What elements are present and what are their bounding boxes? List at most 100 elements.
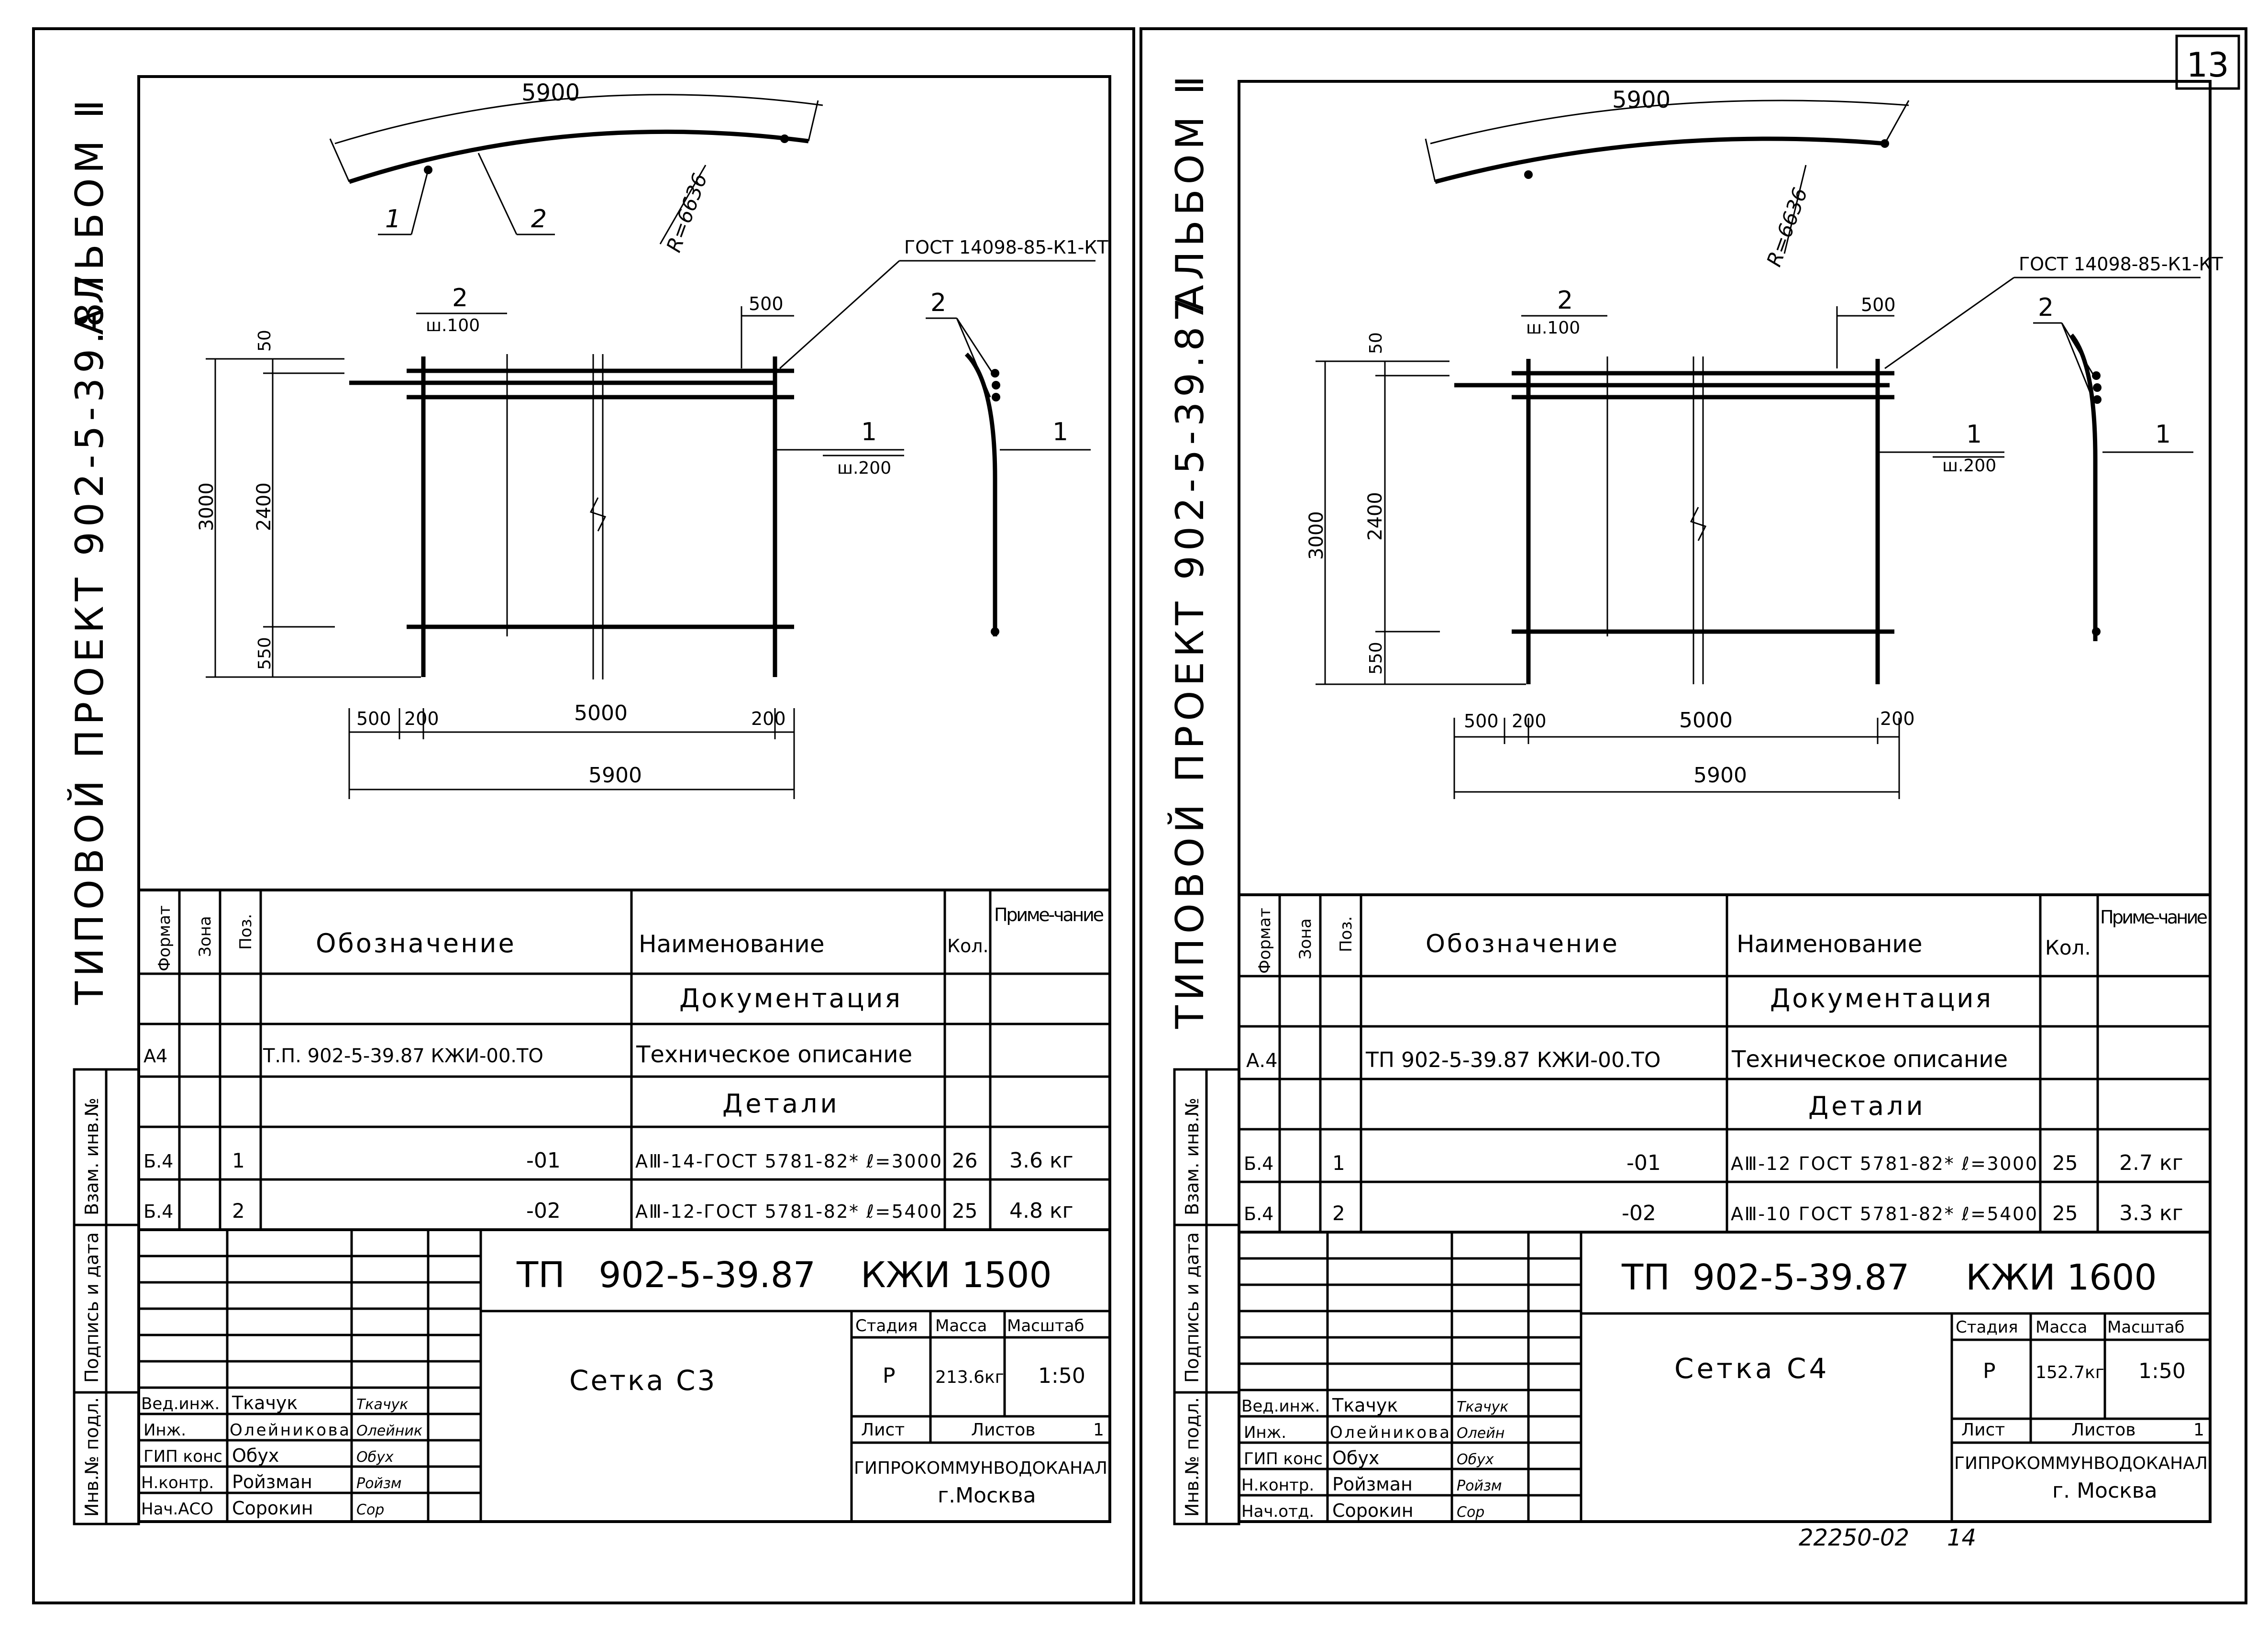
mass-value: 152.7кг (2036, 1363, 2104, 1382)
person4-name: Сорокин (232, 1498, 313, 1519)
person1-sign: Олейн (1457, 1425, 1505, 1442)
person2-name: Обух (232, 1445, 279, 1466)
left-dim-bot: 550 (255, 637, 275, 670)
row1-format: Б.4 (144, 1151, 173, 1172)
row1-name: АⅢ-12 ГОСТ 5781-82* ℓ=3000 (1731, 1153, 2037, 1174)
arc-length: 5900 (521, 79, 580, 106)
sheet-name: Сетка С3 (569, 1364, 717, 1397)
person4-sign: Сор (356, 1502, 384, 1518)
hdr-qty: Кол. (947, 935, 989, 957)
scale-value: 1:50 (2138, 1359, 2186, 1383)
row0-format: А.4 (1246, 1050, 1278, 1072)
hdr-note: Приме-чание (2100, 907, 2208, 928)
bottom-dim-1: 500 (1464, 711, 1499, 732)
section-docs: Документация (679, 983, 902, 1013)
mass-value: 213.6кг (935, 1368, 1004, 1387)
gost-note: ГОСТ 14098-85-К1-КТ (2019, 254, 2223, 275)
org-name: ГИПРОКОММУНВОДОКАНАЛ (1954, 1454, 2208, 1473)
row2-name: АⅢ-12-ГОСТ 5781-82* ℓ=5400 (635, 1201, 941, 1222)
hdr-name: Наименование (639, 930, 825, 958)
row2-note: 4.8 кг (1009, 1199, 1073, 1223)
section-pos-top: 2 (930, 289, 946, 317)
left-dim-total: 3000 (196, 482, 218, 531)
person4-sign: Сор (1457, 1504, 1484, 1521)
side-album: АЛЬБОМ Ⅱ (1168, 71, 1212, 311)
mass-label: Масса (2036, 1318, 2087, 1337)
bottom-dim-3: 5000 (574, 701, 628, 725)
bottom-dim-1: 500 (356, 708, 391, 729)
person3-role: Н.контр. (141, 1473, 214, 1492)
hdr-pos: Поз. (236, 914, 255, 950)
footer-page: 14 (1947, 1524, 1976, 1551)
person3-role: Н.контр. (1241, 1476, 1314, 1495)
side-step: ш.200 (837, 458, 891, 478)
row1-name: АⅢ-14-ГОСТ 5781-82* ℓ=3000 (635, 1151, 941, 1172)
section-view: 2 1 (2033, 293, 2193, 641)
hdr-zone: Зона (1296, 918, 1315, 959)
footer-code: 22250-02 (1799, 1524, 1909, 1551)
scale-label: Масштаб (2107, 1318, 2185, 1337)
person0-role: Вед.инж. (141, 1394, 220, 1413)
sheet-label: Лист (861, 1420, 905, 1440)
person1-sign: Олейник (356, 1423, 422, 1439)
mesh-view: 2 ш.100 500 1 ш.200 3000 50 2400 550 (196, 284, 904, 799)
hdr-designation: Обозначение (316, 928, 516, 958)
sheet-right: АЛЬБОМ Ⅱ ТИПОВОЙ ПРОЕКТ 902-5-39.87 Взам… (1167, 71, 2223, 1525)
person4-name: Сорокин (1332, 1500, 1414, 1521)
gost-note: ГОСТ 14098-85-К1-КТ (904, 237, 1108, 258)
row1-qty: 26 (952, 1149, 977, 1172)
sheet-label: Лист (1961, 1420, 2005, 1440)
hdr-format: Формат (155, 905, 174, 971)
inner-frame (137, 75, 1111, 1523)
person4-role: Нач.отд. (1241, 1502, 1314, 1521)
left-dim-mid: 2400 (253, 482, 275, 531)
row1-note: 2.7 кг (2119, 1151, 2183, 1175)
person2-role: ГИП конс (1244, 1449, 1323, 1468)
hdr-note: Приме-чание (994, 904, 1104, 925)
scale-label: Масштаб (1007, 1316, 1084, 1335)
org-city: г. Москва (2052, 1479, 2157, 1503)
bottom-total: 5900 (588, 763, 642, 788)
title-block: ТП 902-5-39.87 КЖИ 1500 Сетка С3 Стадия … (137, 1228, 1111, 1523)
title-block: ТП 902-5-39.87 КЖИ 1600 Сетка С4 Стадия … (1238, 1231, 2212, 1523)
row0-format: А4 (144, 1046, 167, 1067)
hdr-pos: Поз. (1337, 916, 1356, 952)
bottom-dim-2: 200 (404, 708, 439, 729)
section-pos-top: 2 (2038, 293, 2054, 322)
hdr-zone: Зона (196, 916, 215, 957)
person2-sign: Обух (356, 1449, 394, 1466)
bottom-dim-4: 200 (751, 708, 786, 729)
person3-sign: Ройзм (356, 1475, 402, 1492)
side-stamp-2: Подпись и дата (1182, 1232, 1203, 1383)
person4-role: Нач.АСО (141, 1500, 213, 1519)
row0-designation: Т.П. 902-5-39.87 КЖИ-00.ТО (263, 1045, 543, 1067)
arc-radius: R=6636 (662, 170, 712, 256)
side-stamp-1: Взам. инв.№ (1182, 1098, 1203, 1215)
org-city: г.Москва (938, 1483, 1036, 1508)
row2-pos: 2 (232, 1199, 245, 1223)
top-step: ш.100 (426, 316, 480, 335)
row1-note: 3.6 кг (1009, 1148, 1073, 1173)
row2-qty: 25 (952, 1199, 977, 1223)
person2-role: ГИП конс (144, 1447, 222, 1466)
row2-note: 3.3 кг (2119, 1201, 2183, 1225)
page-number: 13 (2186, 45, 2229, 85)
left-dim-total: 3000 (1305, 511, 1328, 560)
mass-label: Масса (935, 1316, 987, 1335)
hdr-name: Наименование (1737, 930, 1923, 958)
person1-name: Олейникова (1330, 1423, 1449, 1442)
top-pos: 2 (1557, 286, 1573, 315)
person0-sign: Ткачук (356, 1396, 408, 1413)
stage-value: Р (883, 1364, 896, 1388)
bottom-total: 5900 (1693, 763, 1747, 788)
spec-table: Формат Зона Поз. Обозначение Наименовани… (1238, 893, 2212, 1234)
left-dim-mid: 2400 (1364, 492, 1386, 541)
row2-designation: -02 (526, 1199, 561, 1223)
inner-frame (1238, 80, 2212, 1523)
section-parts: Детали (722, 1089, 840, 1119)
row2-pos: 2 (1332, 1201, 1345, 1225)
person0-sign: Ткачук (1457, 1399, 1508, 1415)
arc-pos-1: 1 (385, 205, 401, 234)
person1-role: Инж. (1244, 1423, 1286, 1442)
